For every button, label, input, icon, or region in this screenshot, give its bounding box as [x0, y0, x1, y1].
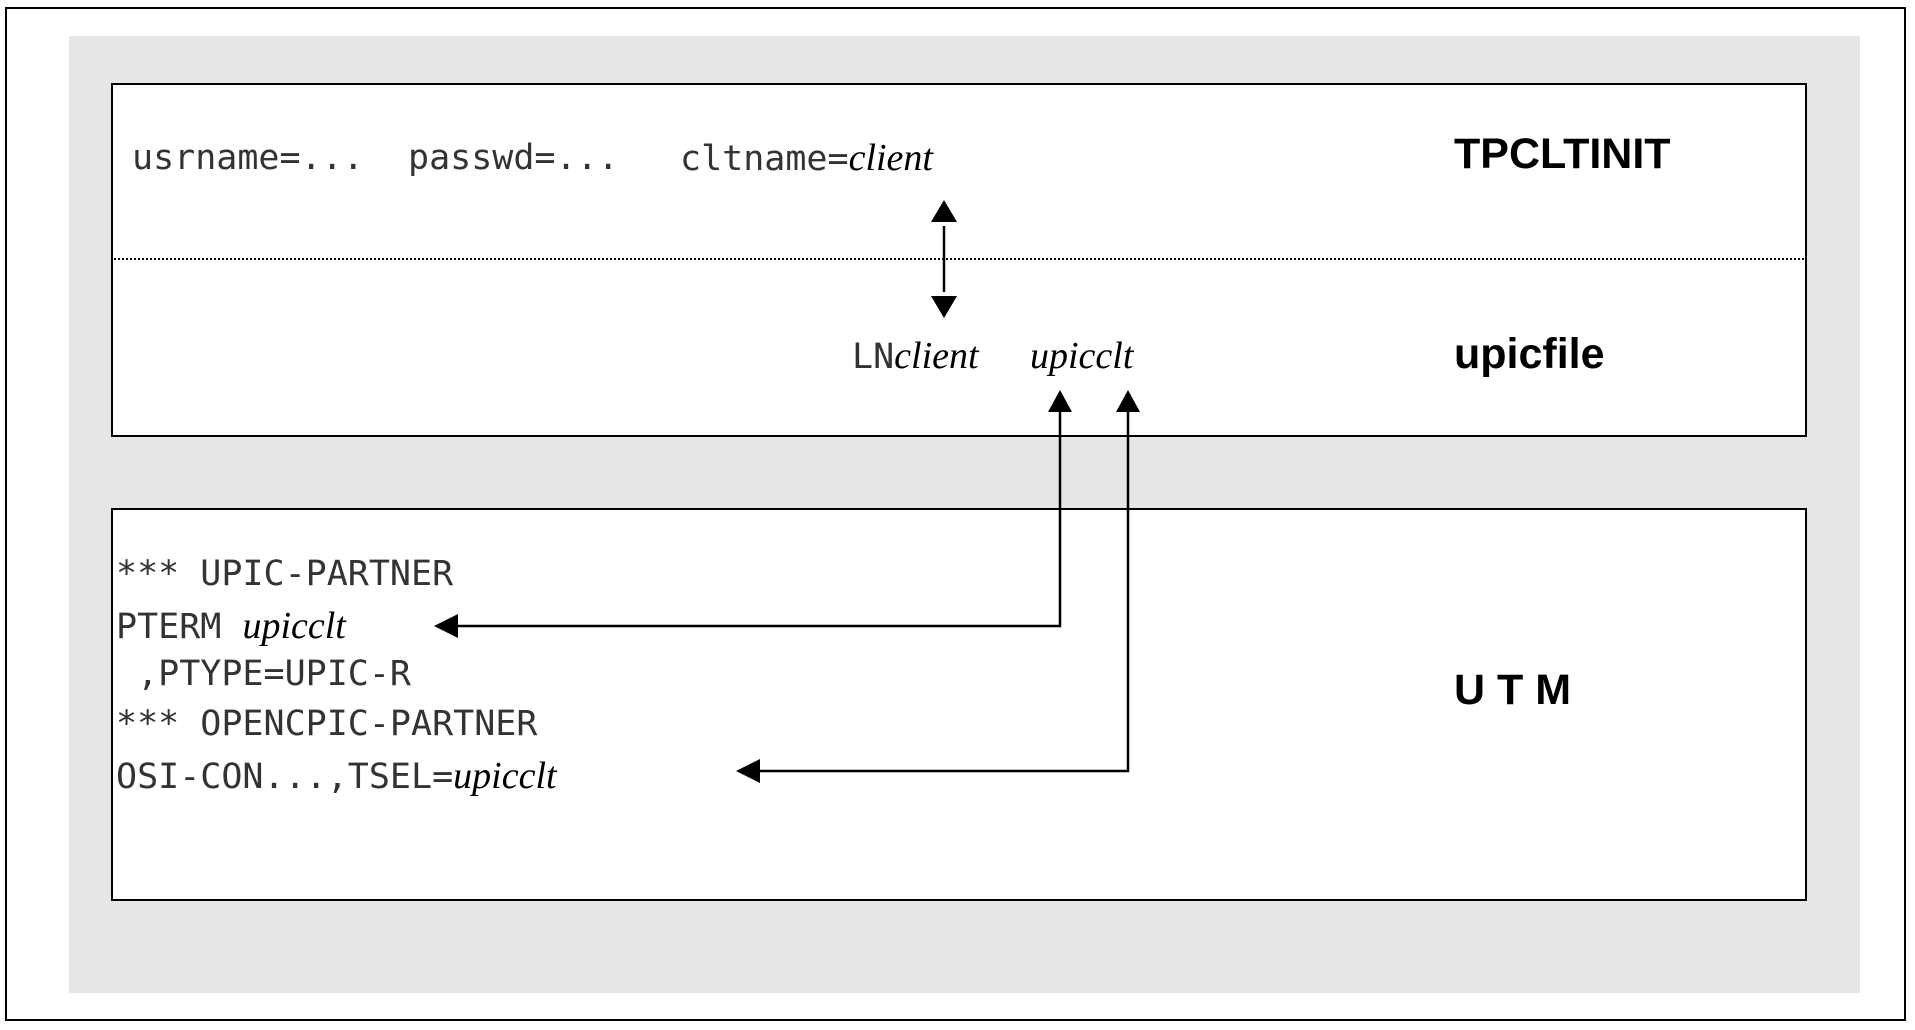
tpcltinit-label: TPCLTINIT [1454, 130, 1671, 178]
osi-con-prefix: OSI-CON...,TSEL= [116, 757, 454, 797]
upicclt-entry: upicclt [1030, 337, 1133, 375]
usrname-param: usrname=... [132, 138, 364, 178]
ln-arrowhead-down [931, 296, 957, 318]
tsel-arrowhead-left [736, 759, 760, 783]
osi-con-value: upicclt [453, 755, 557, 797]
upicclt-value: upicclt [1030, 335, 1134, 377]
utm-line-opencpic-partner: *** OPENCPIC-PARTNER [116, 704, 538, 744]
tsel-arrow [760, 412, 1130, 773]
ln-entry: LNclient [852, 337, 979, 375]
utm-line-osi-con: OSI-CON...,TSEL=upicclt [116, 757, 557, 795]
ln-prefix: LN [852, 337, 895, 377]
utm-line-upic-partner: *** UPIC-PARTNER [116, 554, 454, 594]
passwd-param: passwd=... [408, 138, 619, 178]
utm-line-pterm: PTERM upicclt [116, 607, 346, 645]
section-divider [111, 258, 1807, 260]
utm-line-ptype: ,PTYPE=UPIC-R [116, 654, 412, 694]
utm-label: U T M [1454, 666, 1572, 714]
pterm-prefix: PTERM [116, 607, 243, 647]
pterm-arrow [458, 412, 1062, 628]
cltname-param: cltname=client [680, 139, 933, 177]
cltname-prefix: cltname= [680, 139, 849, 179]
tpcltinit-upicfile-box [111, 83, 1807, 437]
ln-client-value: client [894, 335, 979, 377]
cltname-value: client [848, 137, 933, 179]
pterm-arrowhead-left [434, 614, 458, 638]
upicfile-label: upicfile [1454, 330, 1605, 378]
pterm-arrowhead-up [1048, 390, 1072, 412]
utm-box [111, 508, 1807, 901]
pterm-value: upicclt [242, 605, 346, 647]
tsel-arrowhead-up [1116, 390, 1140, 412]
cltname-arrowhead-up [931, 200, 957, 222]
